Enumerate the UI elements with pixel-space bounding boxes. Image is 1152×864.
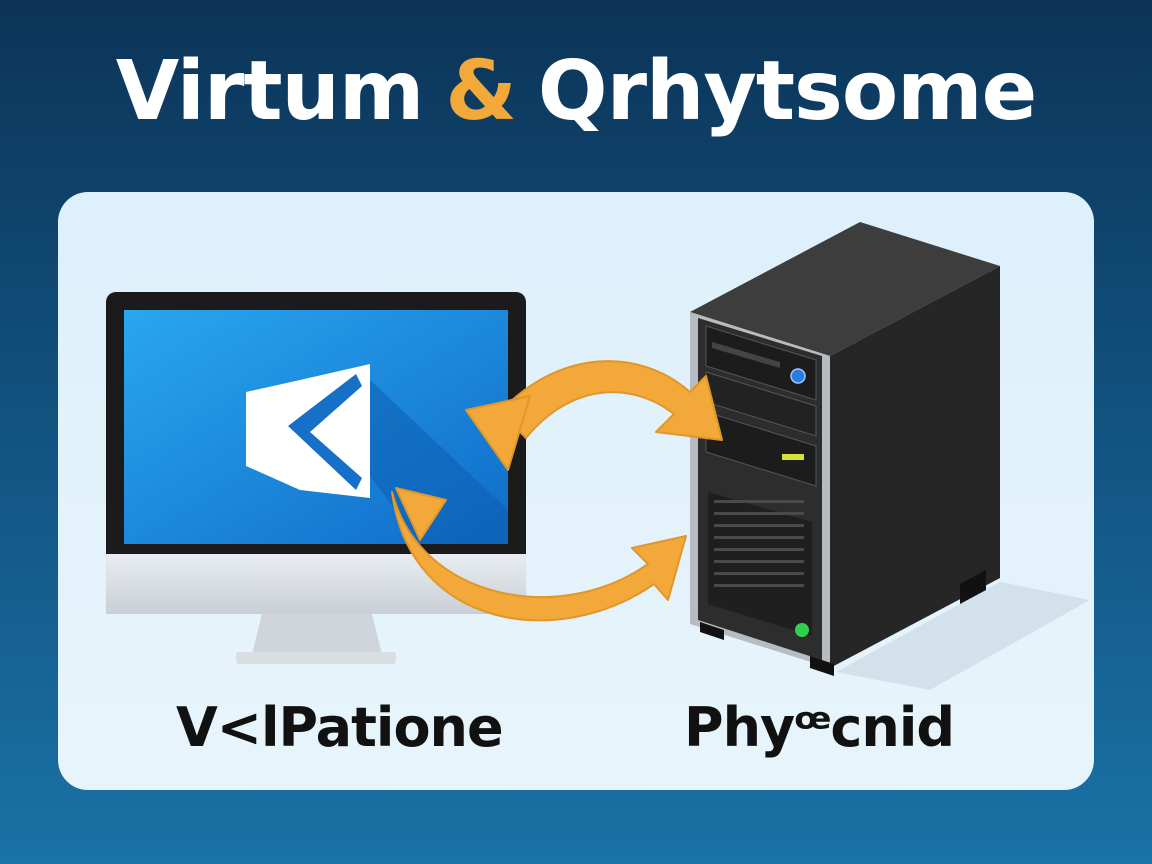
physical-label: Phyꟹcnid [684, 696, 955, 759]
page-title: Virtum&Qrhytsome [0, 42, 1152, 142]
server-tower-icon [690, 222, 1090, 690]
title-part-1: Virtum [115, 44, 425, 139]
virtual-label: V<lPatione [176, 696, 504, 759]
sync-arrows-icon [391, 360, 723, 622]
title-ampersand: & [445, 44, 517, 139]
title-part-2: Qrhytsome [537, 44, 1037, 139]
chevron-left-logo-icon [246, 364, 370, 498]
desktop-monitor-icon [106, 292, 526, 664]
